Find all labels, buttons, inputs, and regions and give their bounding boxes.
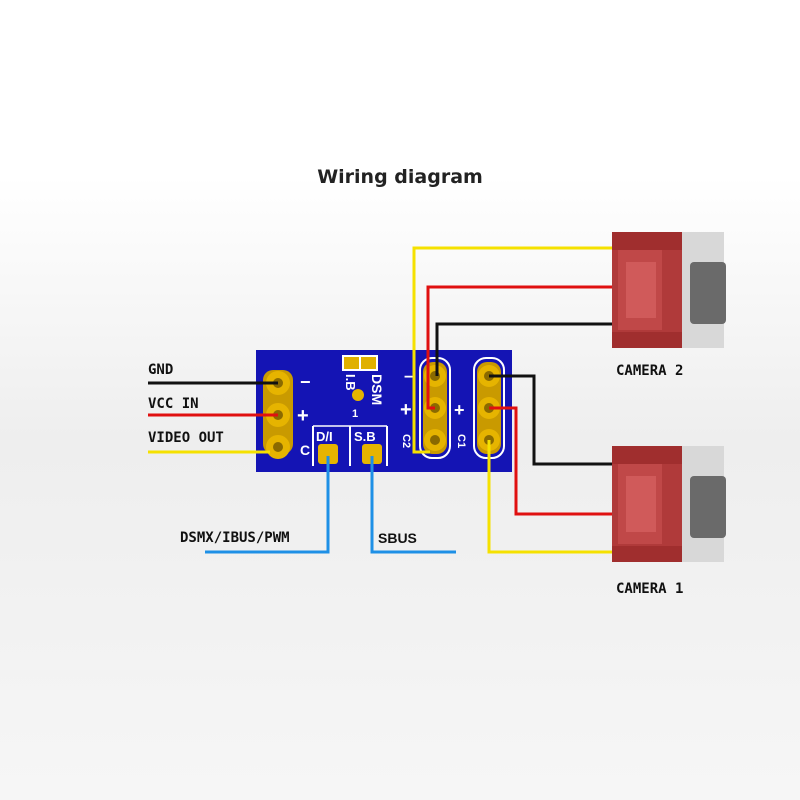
dsmx-wire <box>205 456 330 554</box>
cam1-video-wire <box>487 440 612 554</box>
board-mark-plus: + <box>297 405 309 427</box>
label-video-out: VIDEO OUT <box>148 430 224 446</box>
board-label-ib: I.B <box>343 374 358 391</box>
right-mark-minus: − <box>404 369 413 386</box>
right-mark-c2: C2 <box>400 434 412 448</box>
pcb-board <box>256 350 512 472</box>
board-mark-minus: − <box>300 372 311 392</box>
board-mark-c: C <box>300 442 310 458</box>
camera-2-icon <box>612 232 726 348</box>
label-camera-2: CAMERA 2 <box>616 363 684 379</box>
right-mark-plus: + <box>400 399 412 421</box>
label-vcc-in: VCC IN <box>148 396 199 412</box>
label-camera-1: CAMERA 1 <box>616 581 684 597</box>
page-title: Wiring diagram <box>317 166 483 188</box>
pad-label-sb: S.B <box>354 429 376 444</box>
cam1-power-wire <box>489 406 612 516</box>
camera-1-icon <box>612 446 726 562</box>
sbus-wire <box>370 456 456 554</box>
label-gnd: GND <box>148 362 174 378</box>
cam2-power-wire <box>426 285 612 410</box>
label-dsmx-ibus-pwm: DSMX/IBUS/PWM <box>180 530 290 546</box>
right-mark-c1: C1 <box>455 434 467 448</box>
board-label-1: 1 <box>352 408 358 420</box>
board-label-dsm: DSM <box>369 374 385 405</box>
cam2-video-wire <box>412 246 612 454</box>
cam1-gnd-wire <box>489 374 612 466</box>
di-pad <box>318 444 338 464</box>
sb-pad <box>362 444 382 464</box>
right-mark-plus-2: + <box>454 400 465 420</box>
pad-label-di: D/I <box>316 429 333 444</box>
label-sbus: SBUS <box>378 530 417 546</box>
cam2-gnd-wire <box>435 322 612 376</box>
